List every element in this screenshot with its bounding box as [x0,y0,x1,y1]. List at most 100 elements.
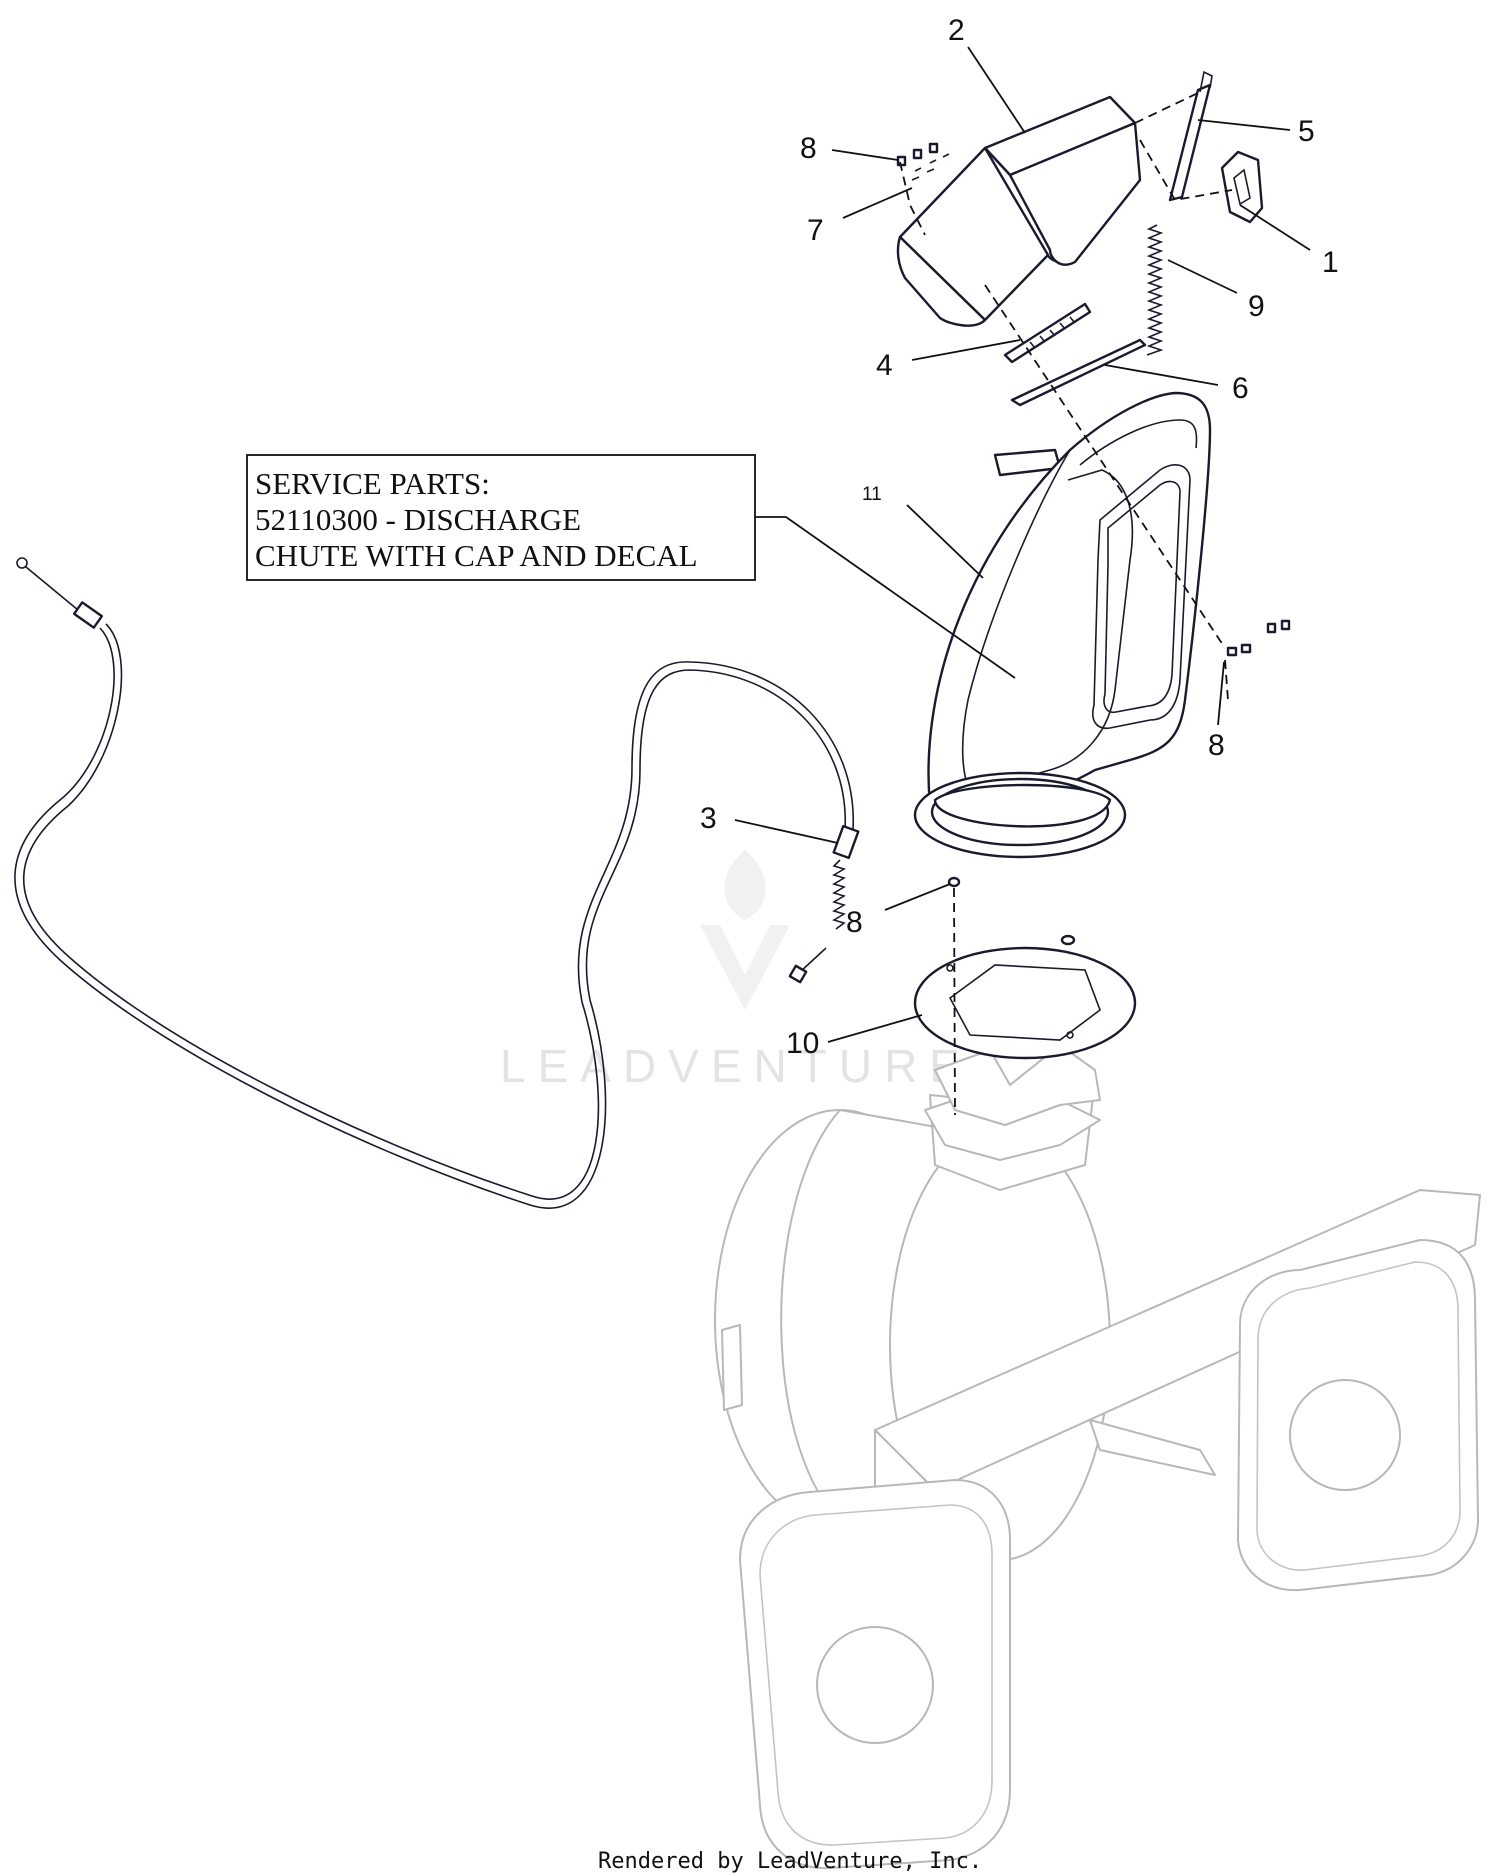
leader-2 [967,46,1026,134]
leader-10 [827,1014,923,1043]
pin-body [1003,302,1092,364]
alignment-lines [899,91,1233,1116]
callout-4: 4 [876,349,893,382]
cable-inner-wire [799,947,827,973]
callout-labels: 2 5 8 7 1 9 4 6 11 8 3 8 10 [700,14,1339,1060]
leader-9 [1167,259,1238,294]
right-hub [1289,1379,1401,1491]
nut-top-2 [912,148,923,160]
hinge-pin [1003,302,1092,364]
nut-top-1 [896,155,907,167]
leader-8a [831,149,899,161]
service-line-2: 52110300 - DISCHARGE [255,502,581,537]
discharge-chute [913,391,1212,859]
dash-8-top [899,161,926,236]
deflector-lower-curve [896,235,987,327]
nut-right-4 [1280,619,1291,631]
callout-7: 7 [807,214,824,247]
nut-right-2 [1240,643,1252,654]
right-side-plate-inner [1256,1261,1461,1571]
base-plate-screw [1060,934,1076,946]
callout-9: 9 [1248,290,1265,323]
cable-lead [25,566,79,611]
dash-chute-axis [984,284,1226,649]
base-plate-outer [913,946,1137,1060]
callout-6: 6 [1232,372,1249,405]
latch-bracket [1220,150,1264,224]
auger-housing [714,1044,1481,1870]
chute-decal-outline [1092,464,1191,730]
callout-8-top: 8 [800,132,817,165]
nut-lower [947,876,961,888]
leader-8b [1217,661,1225,726]
chute-spout-flaps [934,1044,1101,1126]
cable-sheath-a [14,627,846,1209]
leader-4 [911,339,1021,361]
chute-deflector [896,95,1142,327]
latch-body [1220,150,1264,224]
cable-spring [832,859,846,930]
nut-top-3 [928,142,939,154]
dash-2-1 [1139,139,1233,201]
spring-coil [1146,224,1164,356]
callout-8-lower: 8 [846,906,863,939]
service-box-leader [755,516,1016,679]
nut-right-3 [1266,622,1277,634]
latch-slot [1233,168,1251,206]
chute-outer-shell [927,391,1212,807]
leader-lines [734,46,1311,1043]
chute-decal-inner [1103,480,1181,714]
left-hub [816,1626,934,1744]
leader-3 [734,819,839,844]
chute-base-plate [913,934,1137,1060]
leader-6 [1104,364,1219,386]
rod-hook [1199,70,1213,93]
leader-5 [1197,119,1291,131]
watermark-text: LEADVENTURE [500,1040,972,1092]
callout-3: 3 [700,802,717,835]
base-plate-hole-a [946,964,954,972]
leader-8c [884,883,951,911]
dash-8-right [1224,659,1229,701]
chute-inner-rim [1079,419,1198,466]
callout-11: 11 [862,484,882,505]
footer-credit: Rendered by LeadVenture, Inc. [598,1849,982,1874]
leader-11 [906,504,984,579]
callout-10: 10 [786,1027,819,1060]
fasteners [896,142,1291,888]
callout-1: 1 [1322,246,1339,279]
pin-knurl [1029,316,1076,349]
watermark-flame-icon [700,850,790,1010]
callout-2: 2 [948,14,965,47]
deflector-right-face [1008,121,1142,266]
gasket-body [1010,338,1147,407]
dash-2-5 [1134,91,1201,124]
cable-sheath-b [22,623,854,1200]
cable-ferrule [72,601,104,629]
leader-7 [842,187,913,219]
left-side-plate-inner [759,1504,993,1846]
impeller-blade [1089,1419,1216,1476]
control-cable [14,557,860,1209]
rod-body [1168,83,1212,202]
service-box-frame [246,454,756,581]
service-parts-box: SERVICE PARTS: 52110300 - DISCHARGE CHUT… [246,454,1016,679]
screw-top-1 [914,153,950,172]
service-line-3: CHUTE WITH CAP AND DECAL [255,538,698,573]
leader-1 [1239,204,1311,251]
cable-end-loop [16,557,28,569]
chute-base-neck [933,783,1112,828]
base-plate-opening [948,964,1101,1041]
cable-rod [1168,70,1213,202]
watermark: LEADVENTURE [500,850,972,1092]
screw-top-2 [911,168,935,181]
mount-bracket [721,1324,743,1411]
service-line-1: SERVICE PARTS: [255,466,490,501]
dash-bottom [953,887,956,1116]
nut-right-1 [1226,646,1238,657]
base-plate-hole-b [1066,1031,1074,1039]
chute-left-edge [961,449,1071,801]
gasket-strip [1010,338,1147,407]
callout-5: 5 [1298,115,1315,148]
